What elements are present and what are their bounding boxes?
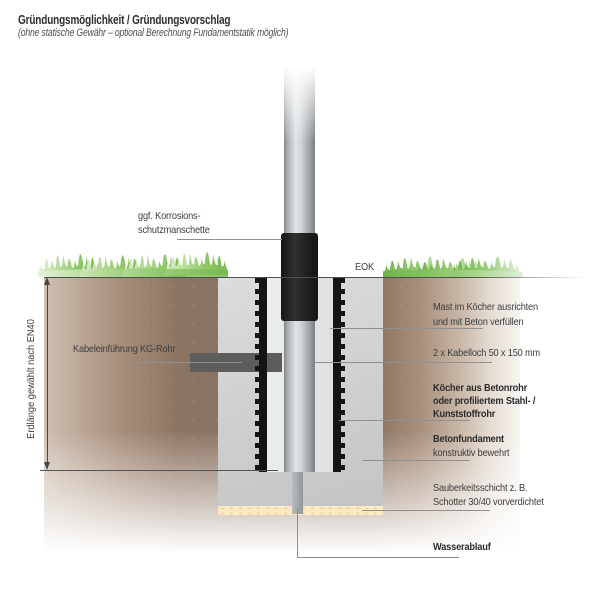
leader-mast-infill: [330, 328, 483, 329]
leader-drain-horizontal: [297, 557, 459, 558]
grass-left: [38, 252, 228, 277]
koecher-tube-left-profile: [254, 278, 259, 472]
annotation-mast-infill: Mast im Köcher ausrichten und mit Beton …: [433, 301, 538, 328]
page-title: Gründungsmöglichkeit / Gründungsvorschla…: [18, 13, 231, 27]
leader-koecher: [339, 420, 470, 421]
annotation-cable-hole: 2 x Kabelloch 50 x 150 mm: [433, 347, 541, 359]
dimension-arrow-bottom: [44, 462, 50, 470]
leader-corrosion-sleeve: [177, 239, 282, 240]
eok-label: EOK: [355, 261, 374, 273]
annotation-drain: Wasserablauf: [433, 541, 491, 553]
mast-top-fade: [282, 60, 317, 142]
dimension-label: Erdlänge gewählt nach EN40: [25, 319, 37, 439]
koecher-tube-left: [259, 278, 267, 472]
page-subtitle: (ohne statische Gewähr – optional Berech…: [18, 27, 289, 39]
annotation-kg-conduit: Kabeleinführung KG-Rohr: [73, 343, 176, 355]
koecher-tube-right: [333, 278, 341, 472]
leader-kg-conduit: [130, 362, 242, 363]
koecher-tube-right-profile: [340, 278, 345, 472]
annotation-corrosion-sleeve: ggf. Korrosions- schutzmanschette: [138, 210, 210, 236]
ground-level-line: [44, 277, 586, 278]
leader-drain-vertical: [297, 507, 298, 558]
drain-pipe: [292, 472, 303, 514]
annotation-foundation: Betonfundament konstruktiv bewehrt: [433, 433, 510, 459]
grass-right: [383, 256, 523, 277]
leader-foundation: [362, 460, 470, 461]
dimension-tick-bottom: [40, 470, 278, 471]
dimension-arrow-top: [44, 277, 50, 285]
leader-cable-hole: [315, 362, 492, 363]
annotation-koecher: Köcher aus Betonrohr oder profiliertem S…: [433, 382, 536, 420]
leader-gravel: [362, 510, 490, 511]
annotation-gravel: Sauberkeitsschicht z. B. Schotter 30/40 …: [433, 482, 544, 508]
dimension-line: [47, 281, 48, 467]
